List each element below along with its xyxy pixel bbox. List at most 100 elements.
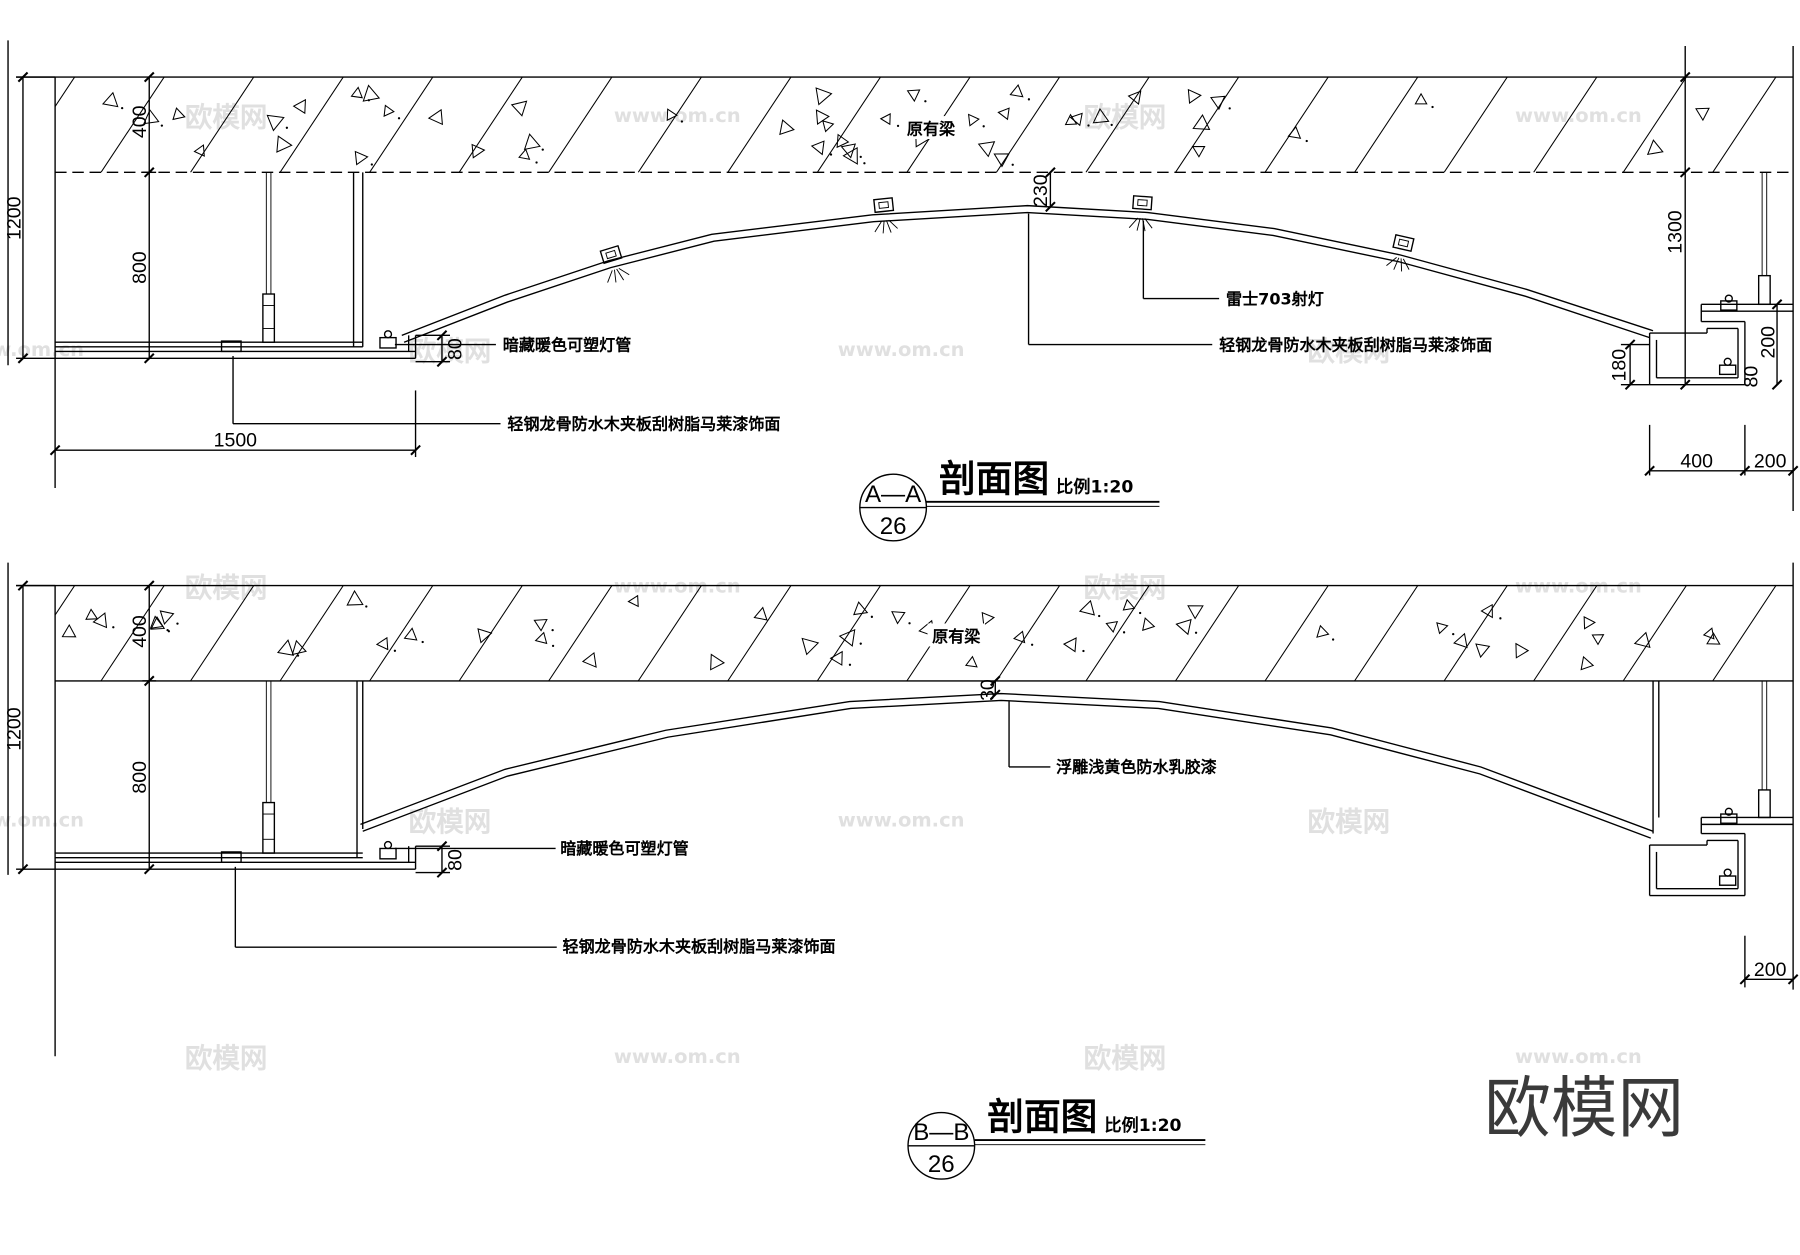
ceiling-bracket — [220, 851, 242, 863]
light-ray — [1136, 218, 1141, 231]
arch-bottom-line — [403, 211, 1650, 343]
aggregate-dot — [112, 626, 115, 629]
hatch-line — [1443, 77, 1508, 173]
lamp-tube — [1723, 357, 1732, 366]
aggregate-triangle — [853, 601, 869, 616]
lamp-body — [1718, 875, 1737, 886]
dimension-tick — [143, 167, 155, 178]
spotlight-icon — [599, 244, 630, 283]
beam-hatching — [55, 77, 1777, 173]
dimension-tick — [989, 689, 1001, 700]
beam-label: 原有梁 — [932, 627, 981, 646]
light-ray — [1128, 217, 1139, 229]
aggregate-triangle — [753, 606, 768, 621]
light-ray — [1393, 257, 1400, 270]
aggregate-triangle — [276, 135, 293, 153]
lamp-tube — [1723, 868, 1732, 877]
aggregate-triangle — [1646, 139, 1664, 156]
aggregate-dot — [1331, 638, 1335, 641]
aggregate-triangle — [350, 86, 364, 99]
dim-label-right-cove-height: 200 — [1758, 326, 1780, 359]
dim-label-right-edge-width: 200 — [1754, 959, 1787, 981]
aggregate-triangle — [101, 91, 119, 108]
aggregate-dot — [166, 628, 169, 632]
aggregate-dot — [1122, 631, 1126, 634]
hatch-line — [458, 77, 523, 173]
watermark-logo: 欧模网 — [1084, 572, 1167, 604]
sheet-number: 26 — [880, 513, 907, 540]
aggregate-triangle — [829, 650, 843, 666]
dimension-tick — [1045, 201, 1056, 213]
hatch-line — [55, 77, 76, 108]
light-ray — [616, 268, 625, 281]
callout-cove-light: 暗藏暖色可塑灯管 — [503, 335, 632, 354]
dimension-tick — [143, 71, 155, 83]
hatch-line — [637, 585, 702, 681]
aggregate-triangle — [1583, 616, 1596, 630]
cove-lamp-icon — [379, 330, 397, 349]
arched-ceiling — [360, 692, 1654, 839]
aggregate-triangle — [193, 144, 205, 157]
watermark-url: www.om.cn — [614, 1045, 741, 1068]
cove-lamp-icon — [1720, 294, 1738, 311]
aggregate-triangle — [1414, 92, 1428, 105]
watermark-url: www.om.cn — [838, 809, 965, 832]
dimension-tick — [1771, 299, 1783, 310]
dim-label-overall-height: 1200 — [4, 707, 26, 751]
arch-top-line — [401, 204, 1654, 336]
aggregate-dot — [1431, 105, 1434, 109]
aggregate-triangle — [1702, 627, 1715, 640]
existing-beam: 原有梁 — [16, 584, 1794, 1057]
beam-label-backdrop — [927, 623, 985, 647]
aggregate-triangle — [534, 631, 548, 645]
watermark-logo: 欧模网 — [1084, 1043, 1167, 1075]
aggregate-dot — [296, 654, 300, 657]
aggregate-dot — [848, 663, 852, 666]
aggregate-triangle — [383, 104, 395, 117]
aggregate-triangle — [1064, 113, 1078, 126]
aggregate-triangle — [801, 637, 820, 656]
hatch-line — [55, 585, 76, 616]
hatch-line — [548, 585, 613, 681]
aggregate-triangle — [1210, 95, 1226, 111]
aggregate-triangle — [1580, 655, 1595, 671]
light-ray — [618, 267, 630, 276]
aggregate-dot — [1228, 107, 1231, 110]
aggregate-triangle — [346, 589, 364, 606]
cove-lamp-icon — [1718, 868, 1737, 886]
callout-ceiling-finish: 轻钢龙骨防水木夹板刮树脂马莱漆饰面 — [563, 937, 836, 956]
aggregate-dot — [176, 622, 179, 625]
spotlight-housing — [599, 244, 623, 265]
aggregate-triangle — [997, 107, 1010, 121]
dimension-tick — [143, 863, 155, 875]
hatch-line — [727, 585, 792, 681]
dimension-tick — [436, 867, 448, 878]
dimension-tick — [1679, 379, 1691, 391]
aggregate-triangle — [1287, 125, 1302, 139]
brand-logo: 欧模网 — [1484, 1069, 1684, 1147]
aggregate-triangle — [1013, 630, 1026, 644]
aggregate-triangle — [510, 100, 528, 117]
light-ray — [882, 220, 885, 234]
aggregate-triangle — [1078, 599, 1095, 616]
dimension-tick — [1679, 71, 1691, 83]
aggregate-triangle — [1187, 605, 1204, 620]
dimension-tick — [17, 352, 29, 364]
hatch-line — [1712, 585, 1777, 681]
hatch-line — [1085, 77, 1150, 173]
hatch-line — [190, 77, 255, 173]
hatch-line — [1443, 585, 1508, 681]
aggregate-dot — [859, 642, 862, 645]
aggregate-triangle — [149, 615, 164, 629]
aggregate-triangle — [1187, 88, 1202, 104]
lamp-tube — [383, 840, 393, 850]
aggregate-triangle — [836, 133, 850, 149]
spotlight-housing — [1132, 195, 1153, 211]
aggregate-dot — [1027, 98, 1031, 101]
aggregate-triangle — [810, 140, 825, 156]
beam-label: 原有梁 — [907, 119, 956, 138]
aggregate-triangle — [1475, 643, 1491, 659]
hatch-line — [1175, 585, 1240, 681]
hanger-adjuster — [1757, 789, 1771, 819]
